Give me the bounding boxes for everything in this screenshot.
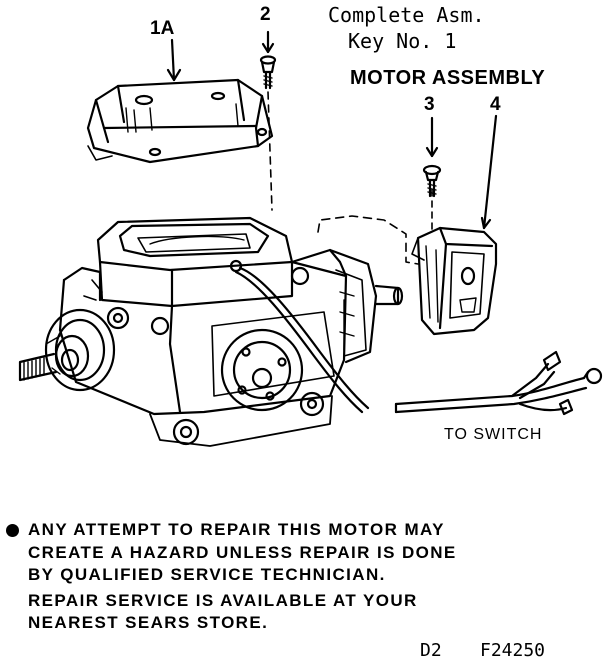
leader-1a	[170, 38, 176, 82]
notice-line-3: BY QUALIFIED SERVICE TECHNICIAN.	[28, 565, 386, 584]
label-to-switch: TO SWITCH	[444, 426, 543, 443]
notice-line-1: ANY ATTEMPT TO REPAIR THIS MOTOR MAY	[28, 520, 445, 539]
notice-line-4: REPAIR SERVICE IS AVAILABLE AT YOUR	[28, 591, 418, 610]
label-key-no-1: Key No. 1	[348, 29, 457, 53]
bullet-icon	[6, 524, 19, 537]
leader-3-arrow	[425, 146, 439, 158]
assembly-line-4	[317, 215, 419, 265]
leader-4	[482, 114, 498, 230]
leader-1a-arrow	[166, 68, 182, 82]
notice-line-5: NEAREST SEARS STORE.	[28, 613, 269, 632]
lead-wire	[229, 259, 370, 414]
label-key-3: 3	[424, 94, 435, 115]
screw-part-2	[259, 55, 277, 90]
label-key-1a: 1A	[150, 18, 175, 39]
motor-body	[58, 216, 404, 447]
footer-figure-code: F24250	[480, 640, 546, 661]
leader-4-arrow	[480, 216, 492, 230]
label-key-4: 4	[490, 94, 501, 115]
cover-part-4	[411, 226, 498, 336]
label-motor-assembly: MOTOR ASSEMBLY	[350, 67, 546, 89]
cover-part-1a	[86, 78, 274, 164]
pulley-and-shaft	[18, 308, 116, 392]
footer-page-code: D2	[420, 640, 442, 661]
leader-2-arrow	[261, 42, 275, 54]
notice-line-2: CREATE A HAZARD UNLESS REPAIR IS DONE	[28, 543, 457, 562]
assembly-line-2	[267, 91, 273, 211]
switch-lead	[394, 350, 603, 416]
label-complete-asm: Complete Asm.	[328, 3, 485, 27]
label-key-2: 2	[260, 4, 271, 25]
screw-part-3	[422, 164, 442, 198]
